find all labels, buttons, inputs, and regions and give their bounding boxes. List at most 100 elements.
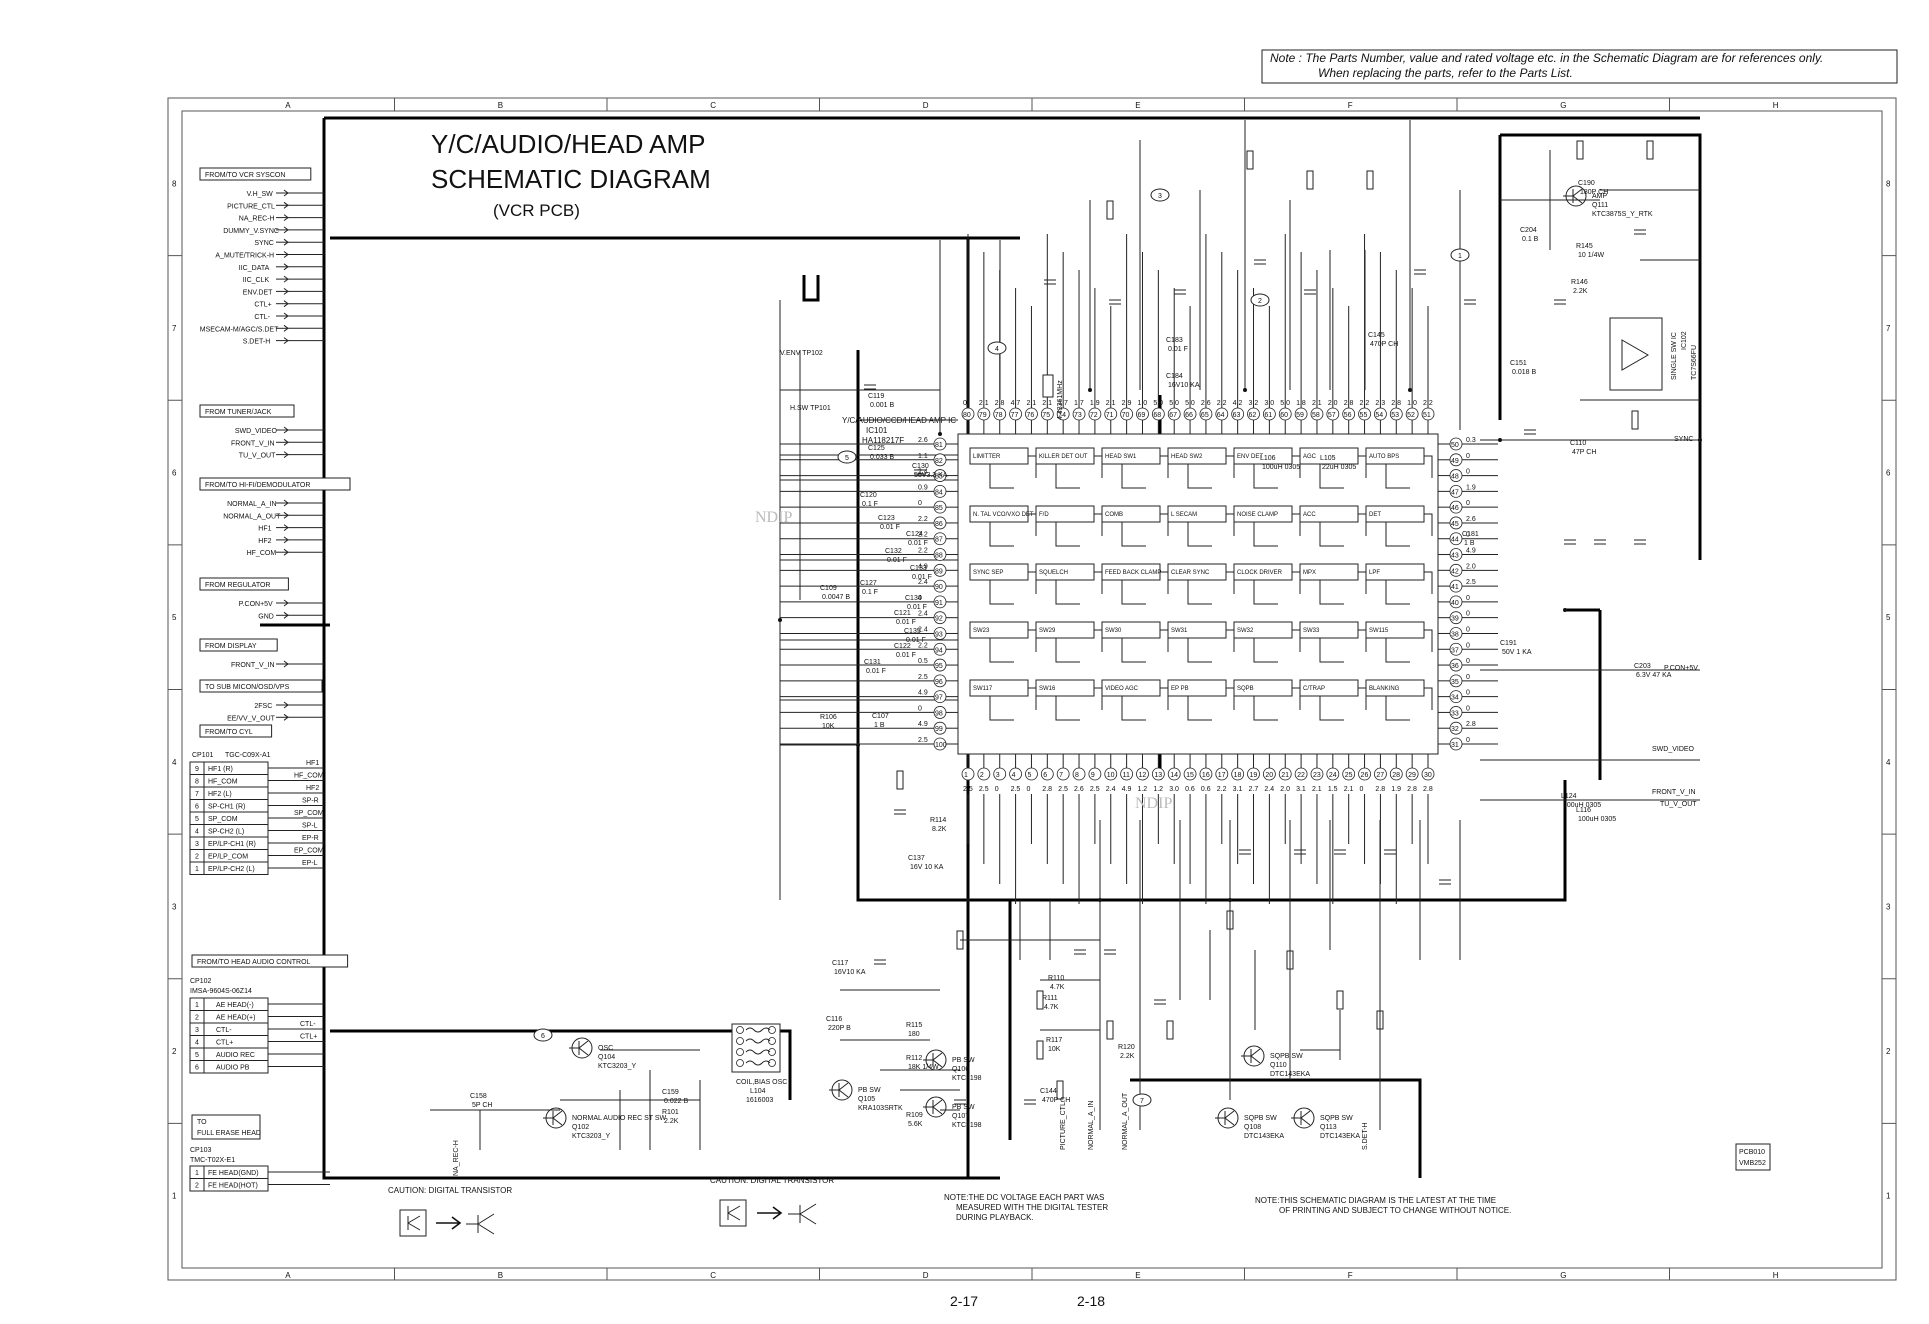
transistor-ref: Q106 (952, 1066, 969, 1073)
ic101-pin-number: 13 (1154, 772, 1162, 779)
cp101-pin-number: 7 (195, 791, 199, 798)
ic101-block-label: DET (1369, 512, 1381, 518)
ic101-pin-number: 77 (1011, 412, 1019, 419)
ic101-pin-number: 8 (1075, 772, 1079, 779)
cp101-pin-label: HF1 (R) (208, 766, 233, 773)
pcb-code-1: PCB010 (1739, 1149, 1765, 1156)
ic101-block-label: F/D (1039, 512, 1049, 518)
title-sub: (VCR PCB) (493, 201, 580, 220)
ic101-pin-number: 78 (995, 412, 1003, 419)
ic101-pin (1120, 767, 1134, 781)
part-value: 0.022 B (664, 1098, 688, 1105)
cp102-signal: CTL+ (300, 1034, 317, 1041)
row-label-right: 3 (1886, 902, 1891, 911)
cp101-signal: SP-L (302, 823, 318, 830)
cp101-pin-label: EP/LP-CH1 (R) (208, 841, 256, 848)
part-value: 22uH 0305 (1322, 464, 1356, 471)
transistor-function: NORMAL AUDIO REC ST SW (572, 1115, 667, 1122)
connector-header-box (199, 167, 312, 181)
ic101-pin-number: 16 (1202, 772, 1210, 779)
ic101-pin (1405, 767, 1419, 781)
cp101-pin-label: SP-CH2 (L) (208, 829, 244, 836)
part-ref: C117 (832, 960, 848, 967)
cp102-pin-number: 1 (195, 1002, 199, 1009)
marker-2 (1250, 293, 1270, 307)
ic101-pin (1294, 767, 1308, 781)
part-ref: C122 (894, 643, 911, 650)
part-ref: L105 (1320, 455, 1336, 462)
part-ref: R106 (820, 714, 837, 721)
ic101-pin (1342, 767, 1356, 781)
x101-crystal: 4.43361MHz (1042, 374, 1064, 420)
ic101-block-label: ACC (1303, 512, 1316, 518)
ic101-block-label: SW115 (1369, 628, 1389, 634)
ic101-block-label: VIDEO AGC (1105, 686, 1139, 692)
ic101-pin-voltage: 0.6 (1185, 786, 1195, 793)
part-ref: C183 (1166, 337, 1183, 344)
row-label-right: 5 (1886, 613, 1891, 622)
ic101-pin-number: 50 (1451, 442, 1459, 449)
ic101-pin-number: 67 (1169, 412, 1177, 419)
title-line-2: SCHEMATIC DIAGRAM (431, 164, 711, 194)
part-value: 0.001 B (870, 402, 894, 409)
part-ref: C134 (905, 595, 922, 602)
column-label-bottom: H (1773, 1271, 1779, 1280)
part-value: 16V10 KA (834, 969, 866, 976)
cp103-header-2: FULL ERASE HEAD (197, 1130, 261, 1137)
part-ref: C190 (1578, 180, 1595, 187)
ic101-block-label: SW16 (1039, 686, 1056, 692)
ic101-pin-number: 75 (1042, 412, 1050, 419)
ic101-pin-voltage: 0.9 (918, 484, 928, 491)
ic101-block-label: HEAD SW1 (1105, 454, 1137, 460)
cp101-pin-number: 9 (195, 766, 199, 773)
cp101-pin-number: 8 (195, 779, 199, 786)
ic101-pin-number: 74 (1058, 412, 1066, 419)
ic101-pin-voltage: 2.6 (918, 437, 928, 444)
ic101-pin-voltage: 2.2 (1217, 786, 1227, 793)
cp102-name: CP102 (190, 978, 212, 985)
note-line-2: When replacing the parts, refer to the P… (1318, 66, 1573, 80)
column-label-top: H (1773, 101, 1779, 110)
ic101-pin-number: 30 (1424, 772, 1432, 779)
ic101-pin-voltage: 0 (1466, 690, 1470, 697)
ic101-pin-number: 5 (1027, 772, 1031, 779)
ic101-pin-voltage: 2.5 (918, 737, 928, 744)
ic101-pin-number: 93 (935, 631, 943, 638)
ic101-pin-number: 38 (1451, 631, 1459, 638)
transistor-ref: Q107 (952, 1113, 969, 1120)
cp101-pin-label: EP/LP-CH2 (L) (208, 866, 255, 873)
ic101-pin-number: 61 (1264, 412, 1272, 419)
ic101-pin (1088, 767, 1102, 781)
part-value: 0.033 B (870, 454, 894, 461)
ic101-block-label: N. TAL VCO/VXO DET (973, 512, 1034, 518)
part-value: 180P CH (1580, 189, 1608, 196)
ic101-block-label: L SECAM (1171, 512, 1197, 518)
tp102-label: V.ENV TP102 (780, 350, 823, 357)
transistor-function: AMP (1592, 193, 1608, 200)
title-line-1: Y/C/AUDIO/HEAD AMP (431, 129, 706, 159)
ic101-pin-voltage: 2.8 (1466, 721, 1476, 728)
marker-1 (1450, 248, 1470, 262)
ic101-pin-voltage: 4.9 (918, 563, 928, 570)
caution-right: CAUTION: DIGITAL TRANSISTOR (710, 1176, 834, 1227)
cp101-pin-label: SP-CH1 (R) (208, 804, 245, 811)
ic101-pin-voltage: 2.4 (1106, 786, 1116, 793)
ic101-pin-number: 69 (1137, 412, 1145, 419)
connector-signal-label: V.H_SW (247, 191, 274, 198)
diagram-title: Y/C/AUDIO/HEAD AMP SCHEMATIC DIAGRAM (VC… (431, 129, 711, 220)
ic101-pin (1421, 767, 1435, 781)
ic101-pin-number: 29 (1408, 772, 1416, 779)
part-ref: C123 (878, 515, 895, 522)
ic101-pin-number: 3 (996, 772, 1000, 779)
part-value: 18K 1/4W (908, 1064, 939, 1071)
connector-header-box (199, 638, 278, 652)
ic101-pin-number: 47 (1451, 489, 1459, 496)
cp101-signal: HF1 (306, 760, 319, 767)
ic101-pin-number: 11 (1123, 772, 1130, 779)
column-label-top: E (1135, 101, 1140, 110)
connector-header-box (199, 404, 295, 418)
ic101-pin (1040, 767, 1054, 781)
row-label-left: 5 (172, 613, 177, 622)
ic101-pin-number: 89 (935, 568, 943, 575)
